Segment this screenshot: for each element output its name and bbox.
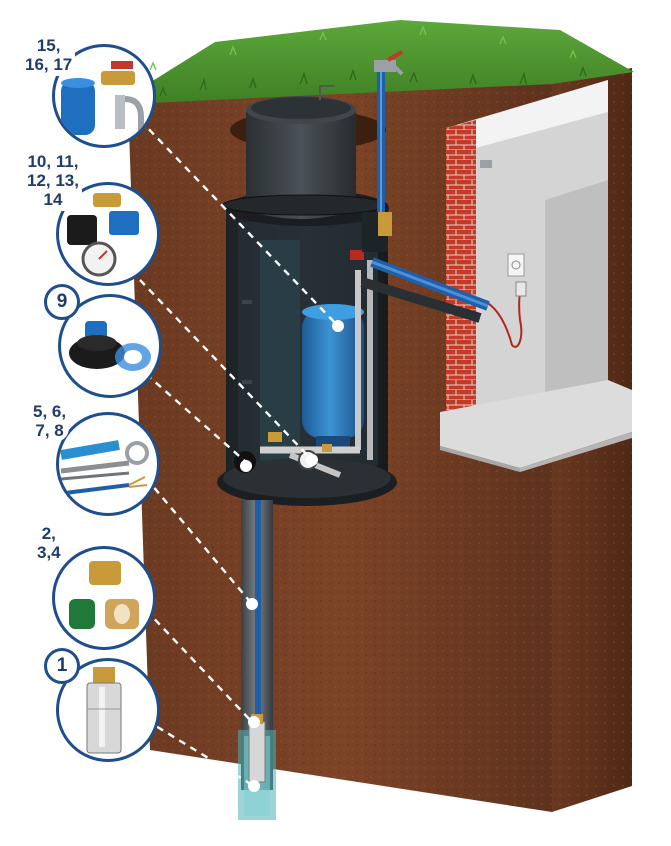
callout-cable-hose bbox=[56, 412, 160, 516]
pump-illustration bbox=[86, 667, 122, 754]
supply-line bbox=[360, 212, 490, 323]
callout-label-15-17: 15, 16, 17 bbox=[22, 34, 76, 76]
house-wall bbox=[440, 80, 632, 472]
tank-accessories-illustration bbox=[61, 61, 144, 135]
control-group-illustration bbox=[67, 193, 139, 277]
callout-pump bbox=[56, 658, 160, 762]
callout-control-group bbox=[56, 182, 160, 286]
garden-tap bbox=[374, 50, 404, 212]
callout-label-1: 1 bbox=[44, 648, 80, 684]
callout-label-2-4: 2, 3,4 bbox=[34, 522, 64, 564]
well-head-illustration bbox=[69, 321, 151, 371]
fittings-illustration bbox=[69, 561, 139, 629]
caisson-lid bbox=[222, 85, 388, 219]
callout-label-5-8: 5, 6, 7, 8 bbox=[30, 400, 70, 442]
callout-well-head bbox=[58, 294, 162, 398]
well-casing bbox=[238, 500, 276, 820]
cable-hose-illustration bbox=[60, 440, 149, 495]
callout-leaders bbox=[139, 119, 339, 788]
callout-label-10-14: 10, 11, 12, 13, 14 bbox=[24, 150, 82, 211]
callout-label-9: 9 bbox=[44, 284, 80, 320]
callout-targets bbox=[240, 320, 344, 792]
callout-fittings bbox=[52, 546, 156, 650]
